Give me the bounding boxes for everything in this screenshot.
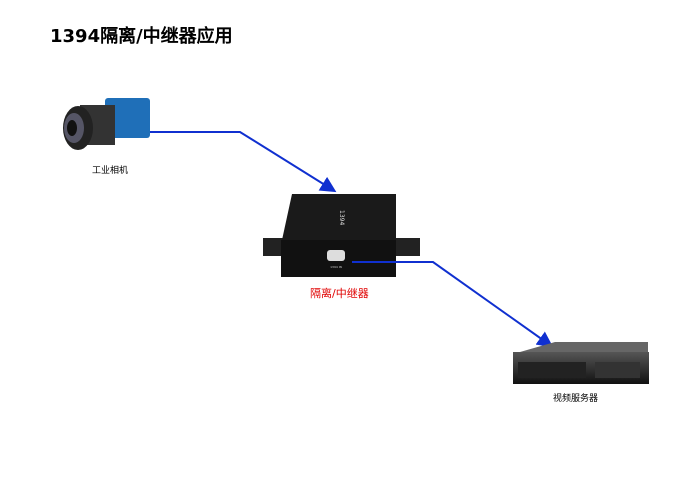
- camera-label: 工业相机: [92, 166, 129, 176]
- repeater-icon: 1394 IN 1394: [263, 194, 420, 277]
- server-label: 视频服务器: [553, 394, 599, 404]
- svg-text:1394: 1394: [338, 210, 345, 225]
- link-repeater-server: [352, 261, 554, 348]
- page-title: 1394隔离/中继器应用: [50, 26, 233, 47]
- repeater-label: 隔离/中继器: [310, 287, 369, 300]
- camera-icon: [63, 98, 150, 150]
- link-camera-repeater: [150, 131, 337, 193]
- svg-text:1394 IN: 1394 IN: [330, 265, 342, 269]
- server-icon: [513, 342, 649, 384]
